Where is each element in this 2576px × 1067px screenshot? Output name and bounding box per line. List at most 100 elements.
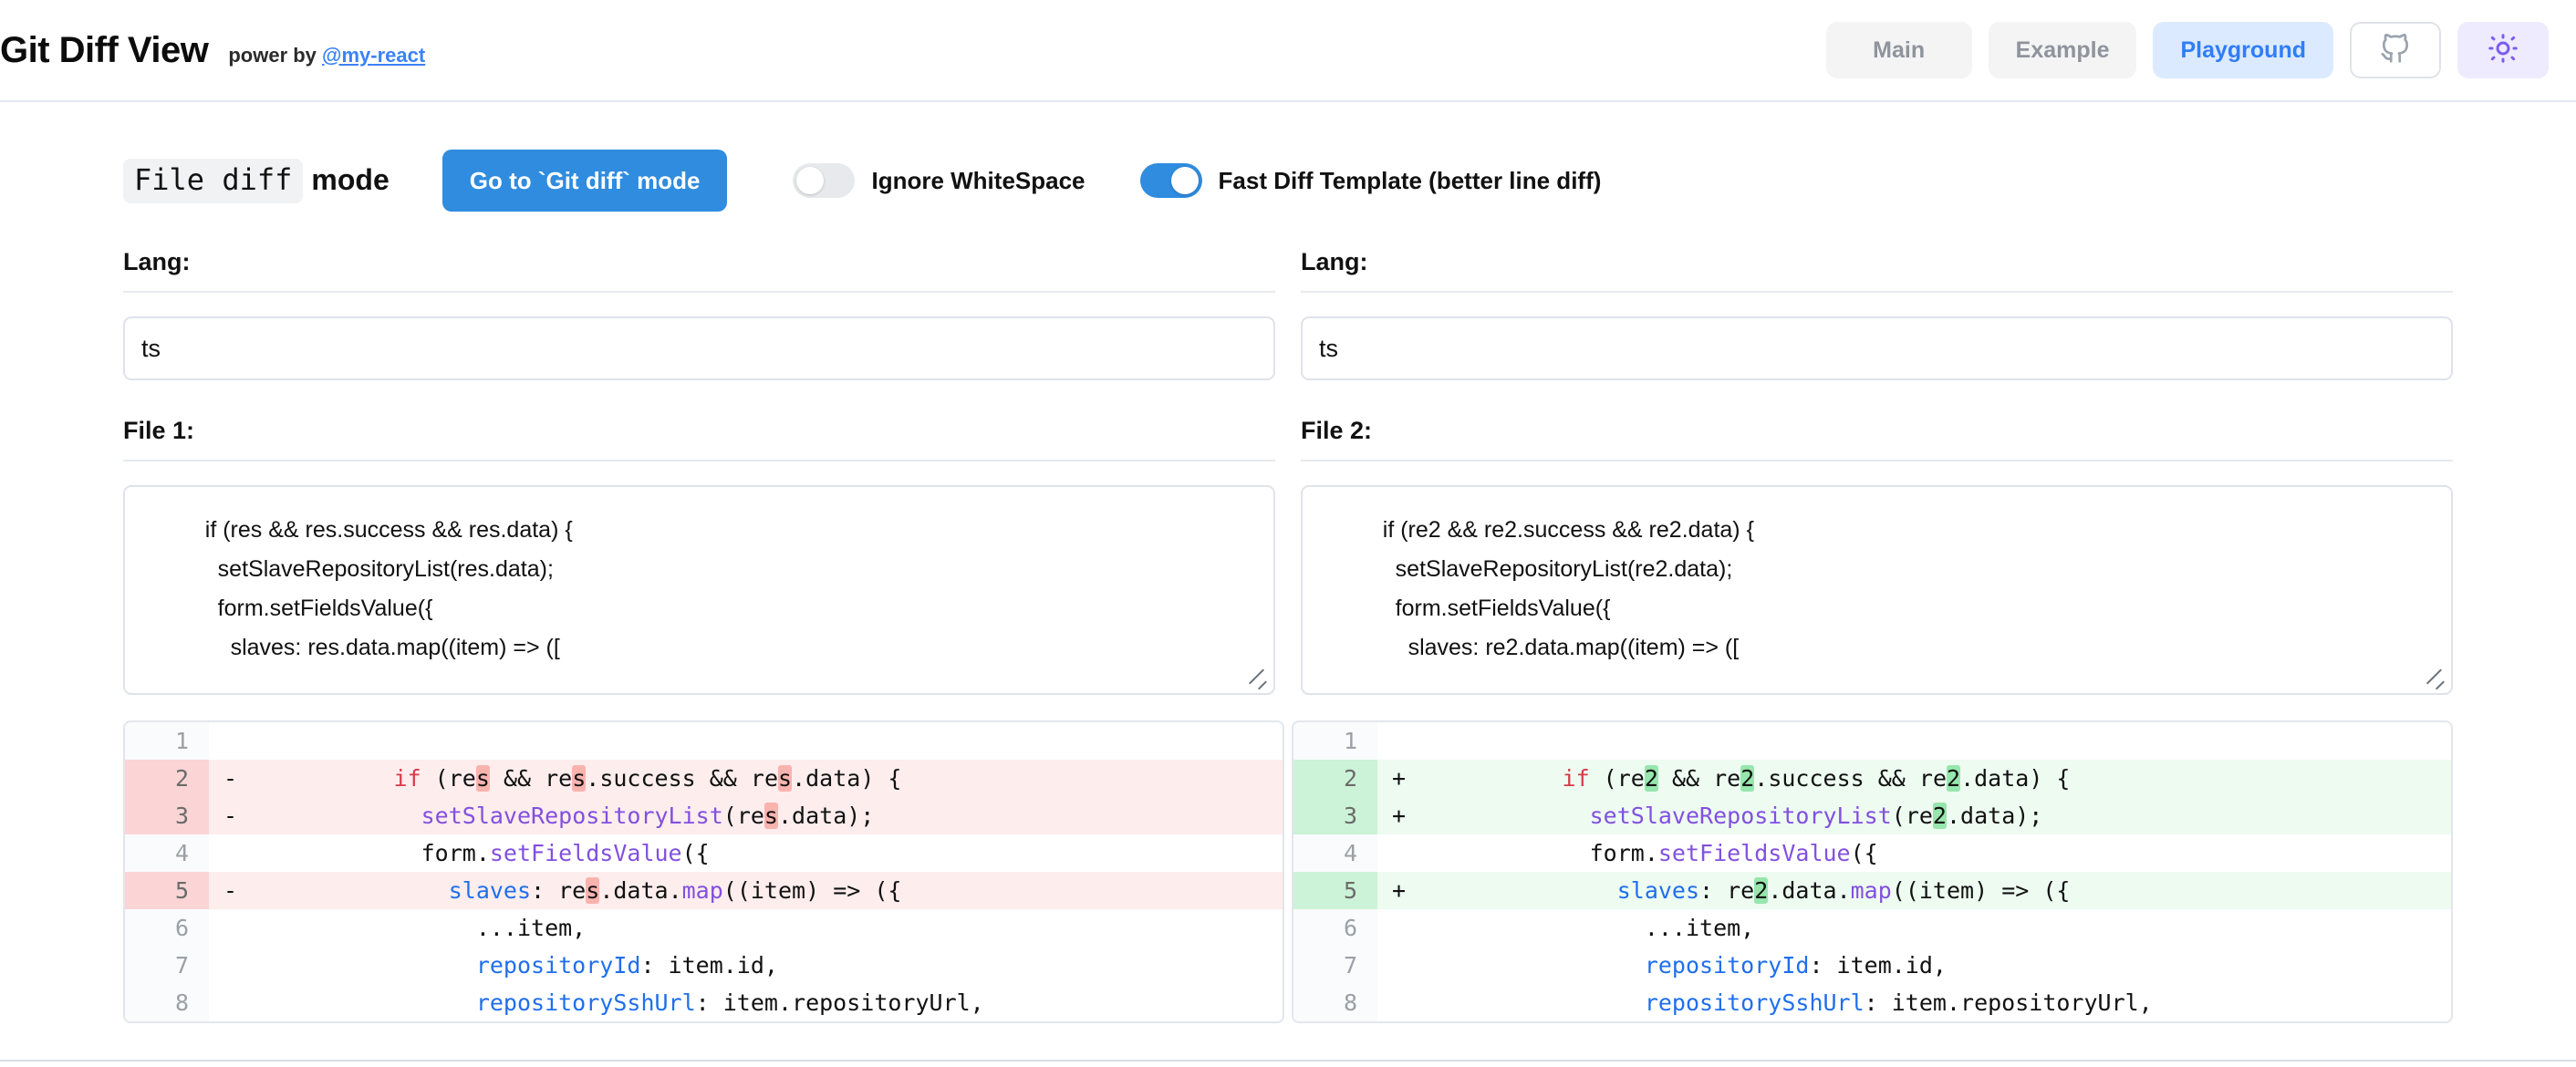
diff-line-number: 6 (125, 909, 209, 947)
file-textarea-right[interactable]: if (re2 && re2.success && re2.data) { se… (1301, 485, 2453, 695)
resize-handle-icon[interactable] (1249, 670, 1269, 690)
diff-line-code: setSlaveRepositoryList(res.data); (256, 797, 1283, 834)
diff-line-row: 3+ setSlaveRepositoryList(re2.data); (1293, 797, 2451, 834)
diff-line-sign: + (1377, 760, 1425, 797)
code-token: slaves (1616, 877, 1700, 904)
code-token: : re (531, 877, 587, 904)
diff-line-number: 8 (1293, 984, 1377, 1021)
mode-chip: File diff (123, 158, 304, 203)
resize-handle-icon[interactable] (2426, 670, 2446, 690)
diff-line-number: 7 (125, 947, 209, 984)
code-token: setFieldsValue (1657, 840, 1851, 866)
github-icon (2378, 31, 2413, 70)
code-token: ({ (681, 840, 710, 866)
code-token: if (393, 765, 421, 792)
code-token: .data); (777, 803, 875, 829)
code-token: slaves (448, 877, 532, 904)
code-token: : re (1699, 877, 1755, 904)
diff-line-sign: + (1377, 872, 1425, 909)
code-token: && re (1657, 765, 1741, 792)
header-nav: Main Example Playground (1825, 22, 2549, 78)
brand: Git Diff View power by @my-react (0, 30, 425, 71)
file-textarea-left[interactable]: if (res && res.success && res.data) { se… (123, 485, 1275, 695)
diff-line-number: 2 (1293, 760, 1377, 797)
lang-input-right[interactable] (1301, 316, 2453, 380)
diff-line-row: 4 form.setFieldsValue({ (1293, 834, 2451, 872)
code-token: repositorySshUrl (1644, 989, 1864, 1016)
switch-mode-button[interactable]: Go to `Git diff` mode (441, 150, 728, 212)
code-token (256, 952, 476, 979)
diff-word-highlight: s (475, 765, 490, 792)
code-token: setSlaveRepositoryList (1589, 803, 1892, 829)
diff-line-row: 8 repositorySshUrl: item.repositoryUrl, (1293, 984, 2451, 1021)
diff-line-code: if (res && res.success && res.data) { (256, 760, 1283, 797)
mode-indicator: File diff mode (123, 158, 390, 203)
code-token (1425, 877, 1617, 904)
editor-column-left: Lang: File 1: if (res && res.success && … (123, 248, 1275, 695)
code-token: : item.id, (1809, 952, 1947, 979)
diff-line-number: 3 (125, 797, 209, 834)
nav-example-button[interactable]: Example (1988, 22, 2137, 78)
diff-line-code: form.setFieldsValue({ (1425, 834, 2451, 872)
code-token: repositoryId (475, 952, 641, 979)
diff-line-sign: - (209, 872, 256, 909)
code-token (256, 765, 394, 792)
diff-line-row: 5+ slaves: re2.data.map((item) => ({ (1293, 872, 2451, 909)
diff-line-number: 1 (125, 722, 209, 760)
code-token (256, 877, 449, 904)
diff-line-sign (1377, 722, 1425, 760)
code-token: form. (1425, 840, 1658, 866)
code-token: .success && re (586, 765, 778, 792)
code-token: form. (256, 840, 490, 866)
brand-subtitle: power by @my-react (228, 44, 425, 67)
diff-line-sign (1377, 984, 1425, 1021)
code-token: && re (489, 765, 573, 792)
diff-line-sign (209, 984, 256, 1021)
diff-line-row: 4 form.setFieldsValue({ (125, 834, 1283, 872)
lang-label-right: Lang: (1301, 248, 2453, 293)
diff-line-row: 6 ...item, (1293, 909, 2451, 947)
diff-line-code: ...item, (1425, 909, 2451, 947)
diff-line-code (256, 722, 1283, 760)
toggle-fast-diff-template[interactable] (1139, 163, 1202, 198)
diff-word-highlight: 2 (1740, 765, 1755, 792)
diff-line-code: form.setFieldsValue({ (256, 834, 1283, 872)
code-token: setFieldsValue (489, 840, 682, 866)
power-by-text: power by (228, 43, 317, 67)
diff-line-number: 8 (125, 984, 209, 1021)
lang-input-left[interactable] (123, 316, 1275, 380)
github-link-button[interactable] (2350, 22, 2441, 78)
code-token: repositorySshUrl (475, 989, 696, 1016)
diff-line-row: 5- slaves: res.data.map((item) => ({ (125, 872, 1283, 909)
diff-line-sign: + (1377, 797, 1425, 834)
code-token: repositoryId (1644, 952, 1810, 979)
toggle-knob (1170, 167, 1199, 194)
toggle-knob (796, 167, 825, 194)
diff-line-number: 4 (125, 834, 209, 872)
nav-playground-button[interactable]: Playground (2153, 22, 2333, 78)
sun-icon (2487, 32, 2519, 69)
diff-line-sign (209, 909, 256, 947)
diff-word-highlight: s (778, 765, 793, 792)
diff-line-code: repositorySshUrl: item.repositoryUrl, (1425, 984, 2451, 1021)
code-token: : item.id, (640, 952, 778, 979)
code-token (1425, 765, 1563, 792)
toggle-fast-diff-template-label: Fast Diff Template (better line diff) (1218, 166, 1602, 194)
nav-main-button[interactable]: Main (1825, 22, 1972, 78)
code-token: .data) { (792, 765, 902, 792)
editor-columns: Lang: File 1: if (res && res.success && … (123, 248, 2453, 695)
code-token: .data. (599, 877, 682, 904)
my-react-link[interactable]: @my-react (322, 43, 426, 67)
diff-line-row: 7 repositoryId: item.id, (125, 947, 1283, 984)
toggle-ignore-whitespace-label: Ignore WhiteSpace (871, 166, 1085, 194)
file-label-left: File 1: (123, 417, 1275, 461)
code-token: (re (1589, 765, 1645, 792)
diff-line-sign (209, 947, 256, 984)
theme-toggle-button[interactable] (2457, 22, 2549, 78)
toggle-ignore-whitespace[interactable] (793, 163, 856, 198)
editor-column-right: Lang: File 2: if (re2 && re2.success && … (1301, 248, 2453, 695)
diff-line-code: if (re2 && re2.success && re2.data) { (1425, 760, 2451, 797)
